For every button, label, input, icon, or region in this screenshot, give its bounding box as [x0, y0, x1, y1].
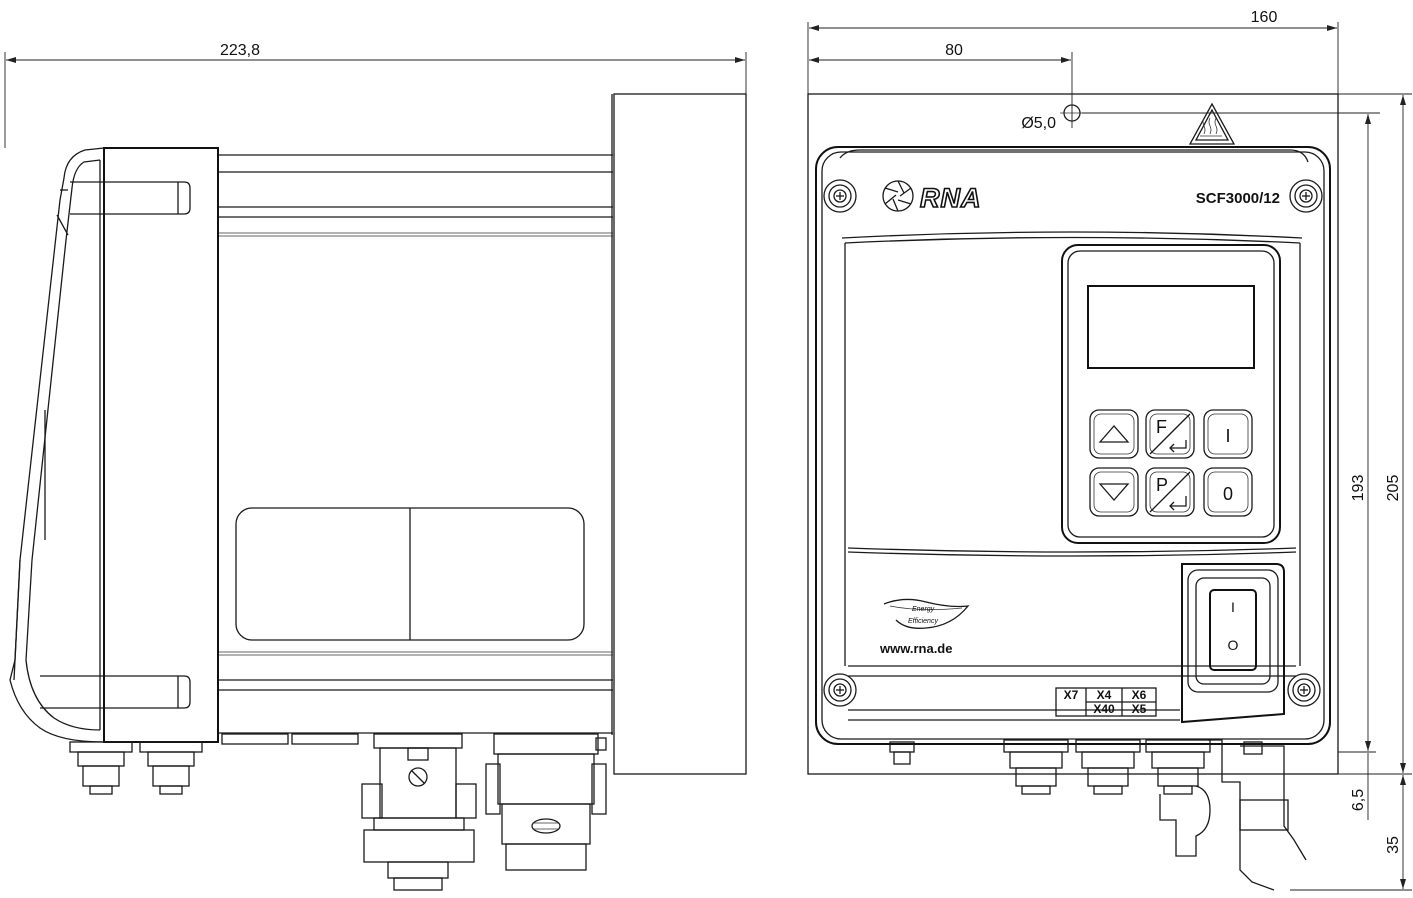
key-function-button[interactable]: F	[1145, 409, 1195, 459]
dimension-side-width-label: 223,8	[220, 42, 260, 59]
dimension-offset-bottom: 6,5	[1350, 753, 1369, 820]
power-switch[interactable]: I O	[1181, 563, 1285, 724]
lcd-display	[1087, 285, 1255, 369]
corner-screw-top-right	[1289, 179, 1323, 213]
power-switch-off-label: O	[1228, 637, 1239, 653]
brand-logo: RNA	[882, 180, 982, 214]
side-front-cover	[9, 147, 219, 743]
key-off-button[interactable]: 0	[1203, 467, 1253, 517]
dimension-front-width-label: 160	[1251, 9, 1278, 26]
front-housing	[815, 146, 1331, 745]
model-number: SCF3000/12	[1196, 190, 1280, 207]
arrow-down-icon	[1098, 483, 1130, 501]
side-top-latch	[70, 181, 191, 215]
dimension-height-outer: 205	[1338, 93, 1412, 775]
power-switch-on-label: I	[1231, 599, 1235, 615]
side-connector-screw	[408, 767, 428, 787]
website-url: www.rna.de	[879, 641, 952, 656]
brand-name: RNA	[920, 183, 982, 213]
dimension-height-inner: 193	[1338, 114, 1376, 753]
terminal-x6: X6	[1132, 688, 1147, 702]
leaf-text-bottom: Efficiency	[908, 618, 938, 625]
leaf-text-top: Energy	[912, 606, 935, 613]
aperture-logo-icon	[882, 180, 914, 212]
arrow-up-icon	[1098, 425, 1130, 443]
key-program-label: P	[1156, 475, 1168, 495]
key-up-button[interactable]	[1089, 409, 1139, 459]
hot-surface-warning-icon	[1188, 102, 1236, 145]
dimension-height-inner-label: 193	[1350, 475, 1367, 502]
dimension-front-width: 160	[807, 9, 1339, 94]
side-cable-glands	[69, 733, 359, 795]
power-rocker[interactable]	[1209, 589, 1257, 671]
key-on-label: I	[1225, 426, 1230, 446]
side-bottom-latch	[40, 675, 191, 709]
side-connector-grip-icon	[531, 818, 561, 834]
terminal-labels: X7 X4 X6 X40 X5	[1055, 687, 1157, 717]
hole-diameter-label: Ø5,0	[1021, 115, 1056, 132]
key-down-button[interactable]	[1089, 467, 1139, 517]
side-view: 223,8	[4, 42, 747, 891]
terminal-x5: X5	[1132, 702, 1147, 716]
key-program-button[interactable]: P	[1145, 467, 1195, 517]
mounting-hole: Ø5,0	[1021, 101, 1380, 132]
leaf-icon	[883, 598, 970, 629]
corner-screw-bottom-right	[1287, 673, 1321, 707]
side-connector-left	[361, 733, 477, 891]
terminal-x40: X40	[1093, 702, 1115, 716]
dimension-offset-bottom-label: 6,5	[1350, 789, 1367, 811]
front-bottom-connectors	[889, 739, 1307, 891]
key-off-label: 0	[1223, 484, 1233, 504]
dimension-front-half-label: 80	[945, 42, 963, 59]
corner-screw-top-left	[823, 179, 857, 213]
front-mounting-plate	[807, 93, 1339, 775]
enter-arrow-icon	[1169, 496, 1187, 511]
corner-screw-bottom-left	[823, 673, 857, 707]
key-function-label: F	[1156, 417, 1167, 437]
front-view: 160 80 Ø5,0 193 205	[807, 9, 1412, 891]
side-connector-right	[485, 733, 607, 871]
enter-arrow-icon	[1169, 440, 1187, 453]
energy-efficiency-logo: Energy Efficiency	[883, 598, 970, 629]
dimension-height-outer-label: 205	[1385, 475, 1402, 502]
side-housing	[219, 150, 613, 735]
dimension-cable-depth-label: 35	[1385, 836, 1402, 854]
dimension-side-width: 223,8	[4, 42, 747, 148]
dimension-cable-depth: 35	[1290, 775, 1412, 891]
side-mounting-plate	[613, 93, 747, 775]
key-on-button[interactable]: I	[1203, 409, 1253, 459]
terminal-x7: X7	[1064, 688, 1079, 702]
control-panel	[1061, 244, 1281, 544]
terminal-x4: X4	[1097, 688, 1112, 702]
